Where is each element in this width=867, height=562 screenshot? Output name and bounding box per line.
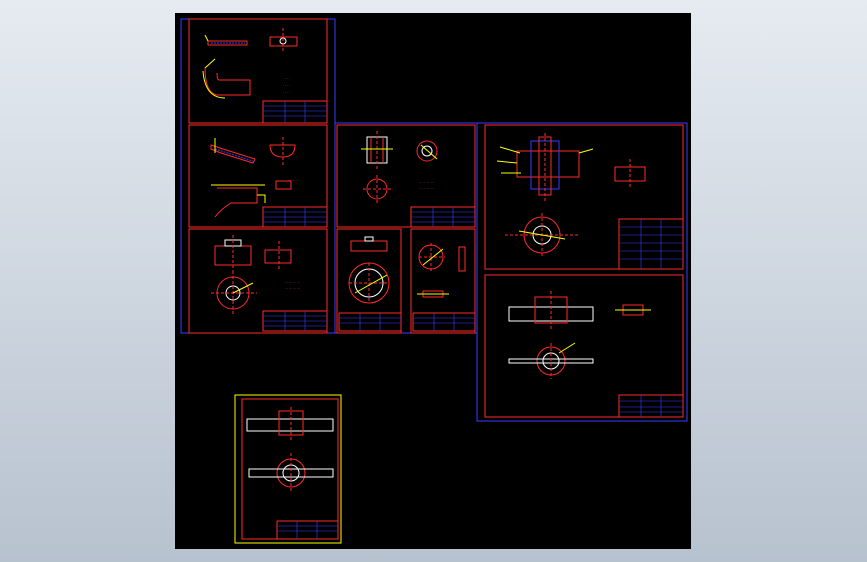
title-block-6 (412, 312, 476, 332)
frame-outer-right (476, 122, 688, 422)
bent-part-view: · · · · · · · · · · · · (202, 28, 298, 99)
drawing-canvas[interactable]: · · · · · · · · · · · · (175, 13, 691, 549)
svg-text:— — — —: — — — — (285, 280, 300, 284)
title-block-4 (410, 206, 476, 228)
bent-part-detail-view: — — — (210, 137, 299, 218)
general-assembly-view (246, 407, 334, 493)
svg-text:— — — —: — — — — (419, 186, 434, 190)
sheet-6[interactable] (410, 228, 476, 334)
cad-drawing: · · · · · · · · · · · · (180, 18, 688, 544)
title-block-5 (338, 312, 402, 332)
svg-text:· · · ·: · · · · (283, 83, 290, 87)
title-block-3 (262, 310, 328, 332)
sheet-8[interactable] (484, 274, 684, 418)
sheet-5[interactable] (336, 228, 402, 334)
svg-text:— — —: — — — (288, 178, 299, 182)
sheet-4[interactable]: — — — — — — — — (336, 124, 476, 228)
title-block-1 (262, 100, 328, 124)
sheet-1[interactable]: · · · · · · · · · · · · (188, 18, 328, 124)
title-block-8 (618, 394, 684, 418)
disk-view (496, 133, 646, 257)
ring-view (417, 243, 466, 298)
svg-text:— — — —: — — — — (285, 286, 300, 290)
svg-text:· · · ·: · · · · (283, 76, 290, 80)
frame-outer-left (180, 18, 336, 334)
sheet-2[interactable]: — — — (188, 124, 328, 228)
title-block-7 (618, 218, 684, 270)
assembly-2-view (508, 291, 651, 379)
flange-view (348, 236, 390, 304)
frame-outer-middle (334, 122, 478, 334)
svg-text:— — — —: — — — — (419, 180, 434, 184)
assembly-view: — — — — — — — — (361, 131, 438, 203)
sheet-9[interactable] (234, 394, 342, 544)
title-block-9 (276, 520, 339, 540)
title-block-2 (262, 206, 328, 228)
sheet-7[interactable] (484, 124, 684, 270)
svg-text:· · · ·: · · · · (283, 90, 290, 94)
bushing-view: — — — — — — — — (211, 235, 300, 315)
sheet-3[interactable]: — — — — — — — — (188, 228, 328, 334)
